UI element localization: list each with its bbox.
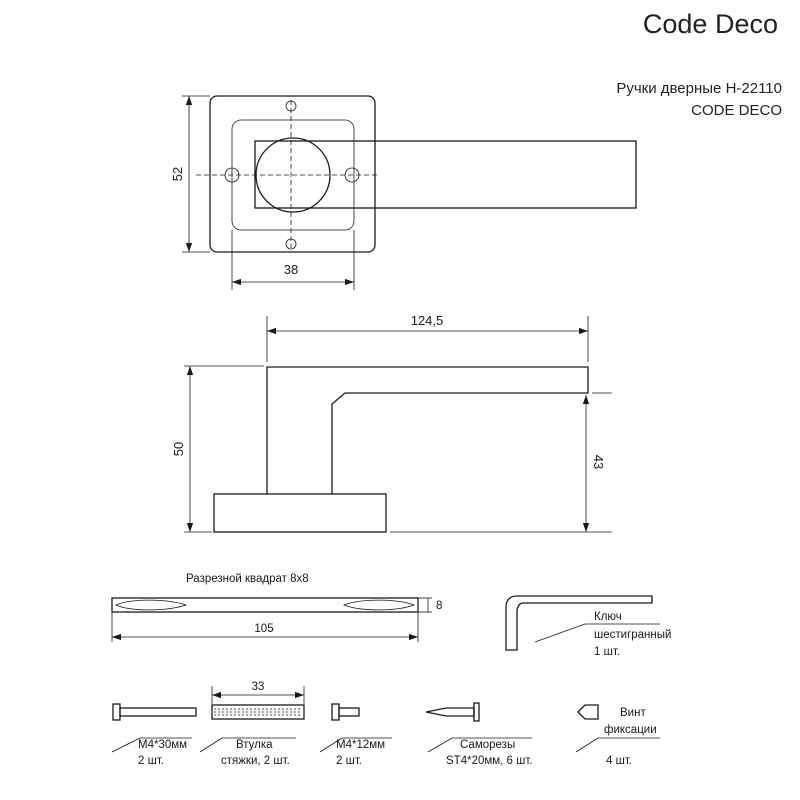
set-screw-drawing: Винт фиксации 4 шт. [575,704,660,767]
screw-m4-30-drawing: M4*30мм 2 шт. [111,703,197,767]
hex-key-shape [505,595,653,651]
spindle-bar [111,597,419,613]
hex-key-drawing: Ключ шестигранный 1 шт. [505,595,671,658]
wood-screws-drawing: Саморезы ST4*20мм, 6 шт. [425,702,533,767]
wood-screws-name: Саморезы [460,739,515,751]
wood-screws-qty: ST4*20мм, 6 шт. [446,755,533,767]
dim-label-33: 33 [252,681,265,693]
bushing-name: Втулка [236,739,273,751]
dim-label-38: 38 [284,262,298,277]
dim-label-50: 50 [171,442,186,456]
spindle-slot-right [342,599,416,611]
wood-screw-body [425,707,475,717]
set-screw-label-1: Винт [620,707,646,719]
set-screw-leader [575,737,599,753]
side-view: 124,5 50 43 [171,313,612,533]
product-title: Ручки дверные H-22110 [616,80,782,97]
bushing-body [211,704,305,720]
screw-m4-12-drawing: M4*12мм 2 шт. [319,703,392,767]
product-subtitle: CODE DECO [691,102,782,119]
lever-bar [254,140,637,209]
dim-label-8: 8 [436,600,442,612]
bushing-drawing: 33 Втулка стяжки, 2 шт. [199,681,305,767]
dim-label-124-5: 124,5 [411,313,444,328]
hex-key-label-2: шестигранный [594,629,671,641]
screw-m4-30-leader [111,737,141,753]
hex-key-label-1: Ключ [594,611,622,623]
front-view: 52 38 [170,95,637,290]
screw-m4-12-name: M4*12мм [336,739,385,751]
screw-m4-30-qty: 2 шт. [138,755,164,767]
dim-label-52: 52 [170,167,185,181]
hex-key-label-3: 1 шт. [594,646,620,658]
dim-label-43: 43 [591,455,606,469]
brand-title: Code Deco [643,9,778,39]
side-rose-base [213,493,387,533]
screw-m4-30-shank [119,707,197,717]
screw-m4-12-leader [319,737,343,753]
rose-outer [209,95,376,253]
side-lever-profile [266,366,589,494]
wood-screw-head [473,702,480,722]
spindle-title: Разрезной квадрат 8х8 [186,573,309,585]
screw-m4-12-qty: 2 шт. [336,755,362,767]
wood-screw-leader [427,737,453,753]
screw-m4-30-name: M4*30мм [138,739,187,751]
set-screw-label-3: 4 шт. [606,755,632,767]
screw-m4-30-head [112,703,121,721]
spindle-drawing: Разрезной квадрат 8х8 105 8 [111,573,442,642]
set-screw-shape [577,704,599,720]
screw-m4-12-head [331,703,340,721]
spindle-slot-left [115,599,188,611]
bushing-leader [199,737,223,753]
set-screw-label-2: фиксации [604,724,657,736]
bushing-qty: стяжки, 2 шт. [221,755,290,767]
dim-label-105: 105 [254,623,273,635]
hex-key-leader [534,623,586,643]
screw-m4-12-shank [338,707,360,717]
